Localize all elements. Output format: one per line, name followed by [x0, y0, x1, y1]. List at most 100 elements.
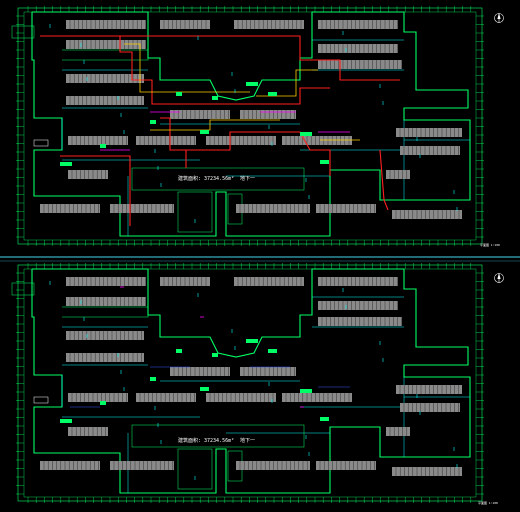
parking-row	[234, 20, 304, 29]
parking-row	[318, 301, 398, 310]
parking-row	[170, 110, 230, 119]
parking-row	[400, 146, 460, 155]
dimension-border	[17, 264, 483, 502]
equipment-block	[300, 389, 312, 393]
parking-row	[68, 170, 108, 179]
equipment-block	[268, 92, 277, 96]
callout-box	[33, 139, 49, 147]
equipment-block	[300, 132, 312, 136]
supply-duct	[379, 149, 389, 211]
parking-row	[392, 210, 462, 219]
equipment-block	[246, 339, 258, 343]
legend-box	[11, 25, 35, 39]
central-void	[131, 424, 305, 448]
equipment-block	[60, 419, 72, 423]
supply-duct	[60, 155, 131, 226]
parking-row	[66, 20, 146, 29]
parking-row	[396, 385, 462, 394]
wall-outline	[31, 268, 471, 494]
parking-rows	[40, 277, 462, 476]
dimension-frame	[16, 263, 484, 503]
ramp-room	[177, 448, 213, 490]
equipment-block	[212, 353, 218, 357]
parking-row	[240, 110, 296, 119]
legend-box	[11, 282, 35, 296]
parking-row	[66, 40, 146, 49]
parking-row	[392, 467, 462, 476]
scale-label: 平面图 1:100	[478, 501, 498, 505]
upper-plan: 建筑面积: 37234.56m² 地下一 平面图 1:100	[11, 6, 504, 247]
lower-plan: 建筑面积: 37234.56m² 地下一 平面图 1:100	[11, 263, 504, 505]
parking-row	[170, 367, 230, 376]
detail-marks	[11, 281, 458, 480]
floor-label: 地下一	[240, 437, 255, 444]
parking-row	[386, 427, 410, 436]
return-duct	[150, 119, 280, 131]
parking-row	[236, 204, 310, 213]
equipment-block	[176, 92, 182, 96]
equipment-block	[100, 144, 106, 148]
dimension-border-inner	[23, 268, 477, 498]
exterior-wall	[31, 268, 471, 494]
north-arrow-icon	[494, 13, 504, 23]
parking-row	[240, 367, 296, 376]
parking-row	[66, 297, 146, 306]
scale-label: 平面图 1:100	[480, 243, 500, 247]
equipment-block	[212, 96, 218, 100]
central-void	[131, 167, 305, 191]
duct-network	[70, 286, 350, 408]
parking-row	[206, 136, 276, 145]
equipment-block	[150, 377, 156, 381]
area-label: 建筑面积: 37234.56m²	[178, 437, 234, 444]
parking-row	[318, 277, 398, 286]
parking-row	[396, 128, 462, 137]
supply-duct	[120, 35, 400, 81]
equipment-block	[268, 349, 277, 353]
dimension-border-inner	[23, 11, 477, 241]
parking-row	[316, 461, 376, 470]
exterior-wall	[31, 11, 471, 237]
supply-duct	[40, 35, 330, 105]
parking-row	[318, 20, 398, 29]
equipment-block	[150, 120, 156, 124]
dimension-frame	[16, 6, 484, 246]
detail-marks	[11, 24, 458, 223]
parking-row	[400, 403, 460, 412]
interior-wall	[62, 49, 149, 61]
dimension-border	[17, 7, 483, 245]
parking-row	[318, 44, 398, 53]
equipment-block	[246, 82, 258, 86]
area-label: 建筑面积: 37234.56m²	[178, 175, 234, 182]
equipment-block	[320, 417, 329, 421]
equipment-block	[320, 160, 329, 164]
ramp-room	[177, 191, 213, 233]
parking-rows	[40, 20, 462, 219]
supply-duct	[160, 117, 331, 176]
parking-row	[136, 393, 196, 402]
parking-row	[206, 393, 276, 402]
equipment-block	[200, 130, 209, 134]
parking-row	[234, 277, 304, 286]
equipment-block	[176, 349, 182, 353]
parking-row	[66, 277, 146, 286]
parking-row	[282, 136, 352, 145]
parking-row	[66, 96, 144, 105]
parking-row	[68, 393, 128, 402]
parking-row	[66, 353, 144, 362]
parking-row	[66, 74, 144, 83]
north-arrow-icon	[494, 273, 504, 283]
parking-row	[282, 393, 352, 402]
interior-wall	[62, 306, 149, 318]
parking-row	[236, 461, 310, 470]
callout-box	[33, 396, 49, 404]
return-duct	[124, 43, 250, 93]
parking-row	[40, 204, 100, 213]
parking-row	[386, 170, 410, 179]
parking-row	[40, 461, 100, 470]
parking-row	[68, 427, 108, 436]
floor-label: 地下一	[240, 175, 255, 182]
parking-row	[136, 136, 196, 145]
parking-row	[316, 204, 376, 213]
